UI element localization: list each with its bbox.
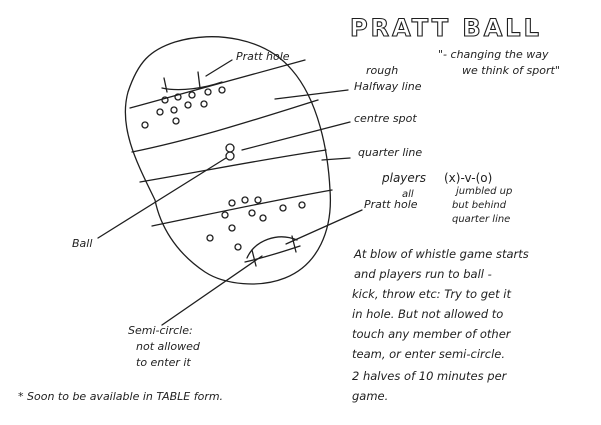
pointer-quarter-line: [321, 157, 351, 161]
rules-line: kick, throw etc: Try to get it: [352, 287, 511, 301]
label-halfway-rough: rough: [366, 64, 398, 77]
label-semi-circle-2: not allowed: [136, 340, 201, 353]
pointer-halfway: [274, 89, 349, 100]
label-players-all: all: [402, 189, 414, 200]
tagline-line-1: "- changing the way: [438, 48, 549, 61]
rules-line: 2 halves of 10 minutes per: [352, 369, 508, 383]
quarter-line: [139, 149, 327, 183]
pointer-pratt-hole-top: [205, 59, 233, 77]
label-centre-spot: centre spot: [354, 112, 417, 125]
label-pratt-hole-bottom: Pratt hole: [364, 198, 418, 211]
rules-line: and players run to ball -: [354, 267, 492, 281]
rules-line: game.: [352, 389, 388, 403]
tagline-line-2: we think of sport": [462, 64, 560, 77]
label-quarter-line: quarter line: [358, 146, 422, 159]
footnote: * Soon to be available in TABLE form.: [18, 390, 223, 403]
label-jumbled-3: quarter line: [452, 214, 510, 225]
label-semi-circle-3: to enter it: [136, 356, 191, 369]
label-jumbled-2: but behind: [452, 200, 507, 211]
rules-line: in hole. But not allowed to: [352, 307, 503, 321]
upper-quarter-line: [131, 99, 319, 153]
semi-circle: [246, 236, 298, 259]
rules-line: team, or enter semi-circle.: [352, 347, 505, 361]
label-players: players: [381, 171, 426, 185]
label-semi-circle-1: Semi-circle:: [128, 324, 193, 337]
label-pratt-hole-top: Pratt hole: [236, 50, 290, 63]
label-halfway-line: Halfway line: [354, 80, 422, 93]
halfway-line: [129, 59, 306, 109]
pointer-ball: [97, 157, 227, 239]
bottom-team-players: [206, 196, 306, 251]
top-team-players: [141, 86, 226, 129]
pointer-pratt-hole-bottom: [285, 209, 363, 245]
pitch-outline: [124, 36, 332, 285]
label-players-formula: (x)-v-(o): [444, 171, 492, 185]
rules-text: At blow of whistle game starts and playe…: [352, 247, 529, 403]
diagram-title: PRATT BALL: [350, 14, 542, 42]
rules-line: At blow of whistle game starts: [353, 247, 529, 261]
pointer-semi-circle: [161, 255, 263, 326]
centre-spot: [225, 143, 235, 161]
label-jumbled-1: jumbled up: [454, 186, 512, 197]
rules-line: touch any member of other: [352, 327, 512, 341]
lower-line: [151, 189, 333, 227]
label-ball: Ball: [72, 237, 92, 250]
pointer-centre-spot: [241, 121, 351, 151]
